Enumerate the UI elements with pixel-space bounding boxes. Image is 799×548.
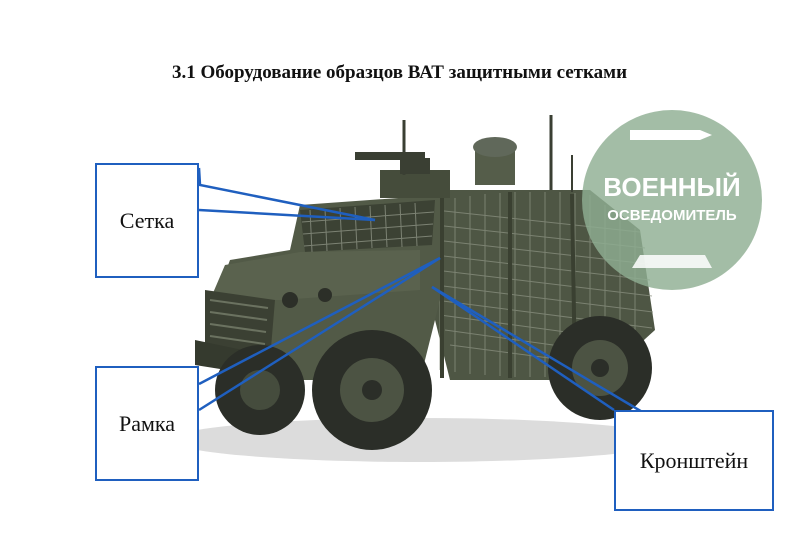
leader-lines <box>197 167 645 415</box>
ground-shadow <box>170 418 670 462</box>
leader-setka <box>197 167 376 222</box>
grille-slats <box>209 299 269 345</box>
leader-ramka-2 <box>198 256 441 412</box>
rocket-icon <box>630 130 712 140</box>
gun-barrel <box>355 152 425 160</box>
watermark-line1: ВОЕННЫЙ <box>603 172 740 202</box>
section-heading: 3.1 Оборудование образцов ВАТ защитными … <box>171 62 628 83</box>
leader-kronshtein <box>431 285 645 415</box>
sensor-dome <box>473 137 517 157</box>
front-left-wheel <box>215 345 305 435</box>
rear-wheel <box>548 316 652 420</box>
vehicle-hood <box>210 250 420 300</box>
callout-setka: Сетка <box>95 163 199 278</box>
leader-kronshtein-2 <box>431 285 615 412</box>
watermark-line2: ОСВЕДОМИТЕЛЬ <box>607 207 737 224</box>
turret-mount <box>400 158 430 174</box>
windshield-mesh <box>301 202 435 253</box>
callout-kronshtein: Кронштейн <box>614 410 774 511</box>
callout-kronshtein-label: Кронштейн <box>639 447 749 473</box>
callout-ramka-label: Рамка <box>118 410 176 436</box>
callout-ramka: Рамка <box>95 366 199 481</box>
watermark-logo: ВОЕННЫЙ ОСВЕДОМИТЕЛЬ <box>582 110 762 290</box>
headlight <box>318 288 332 302</box>
turret-base <box>380 170 450 198</box>
headlight <box>282 292 298 308</box>
callout-setka-label: Сетка <box>119 207 175 233</box>
leader-ramka <box>198 256 441 386</box>
front-wheel <box>312 330 432 450</box>
tank-icon <box>632 255 712 268</box>
leader-setka-2 <box>198 208 376 222</box>
